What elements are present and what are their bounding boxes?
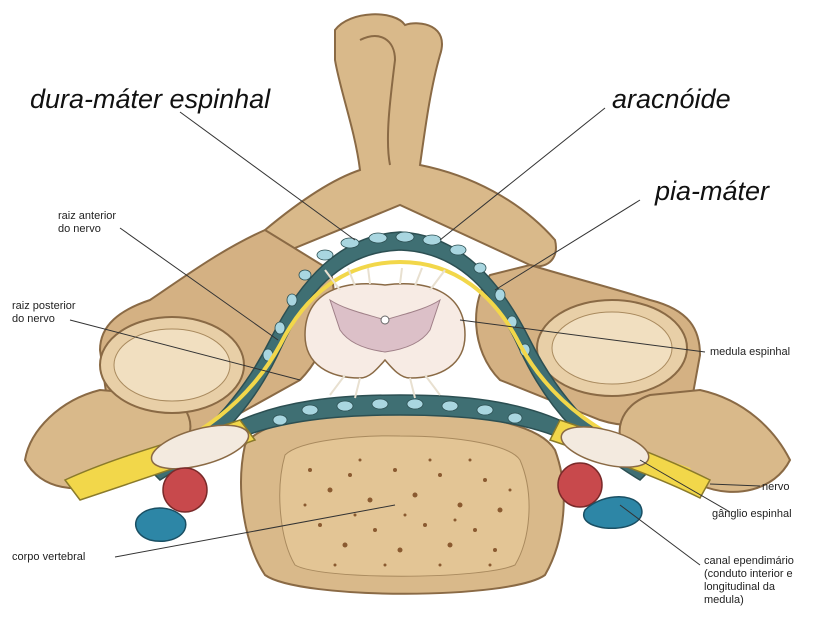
spinous-process (262, 14, 556, 266)
vertebral-artery-left (163, 468, 207, 512)
central-canal (381, 316, 389, 324)
vertebral-artery-right (558, 463, 602, 507)
label-pia-mater: pia-máter (655, 176, 769, 207)
label-canal-ependimario: canal ependimário (conduto interior e lo… (704, 555, 794, 607)
label-aracnoide: aracnóide (612, 84, 731, 115)
label-ganglio: gânglio espinhal (712, 508, 792, 521)
label-corpo-vertebral: corpo vertebral (12, 551, 85, 564)
label-dura-mater: dura-máter espinhal (30, 84, 270, 115)
label-raiz-anterior: raiz anterior do nervo (58, 210, 116, 236)
label-medula: medula espinhal (710, 346, 790, 359)
vertebral-vein-left (136, 508, 186, 541)
label-raiz-posterior: raiz posterior do nervo (12, 300, 76, 326)
spinal-cord (305, 284, 465, 378)
label-nervo: nervo (762, 481, 790, 494)
